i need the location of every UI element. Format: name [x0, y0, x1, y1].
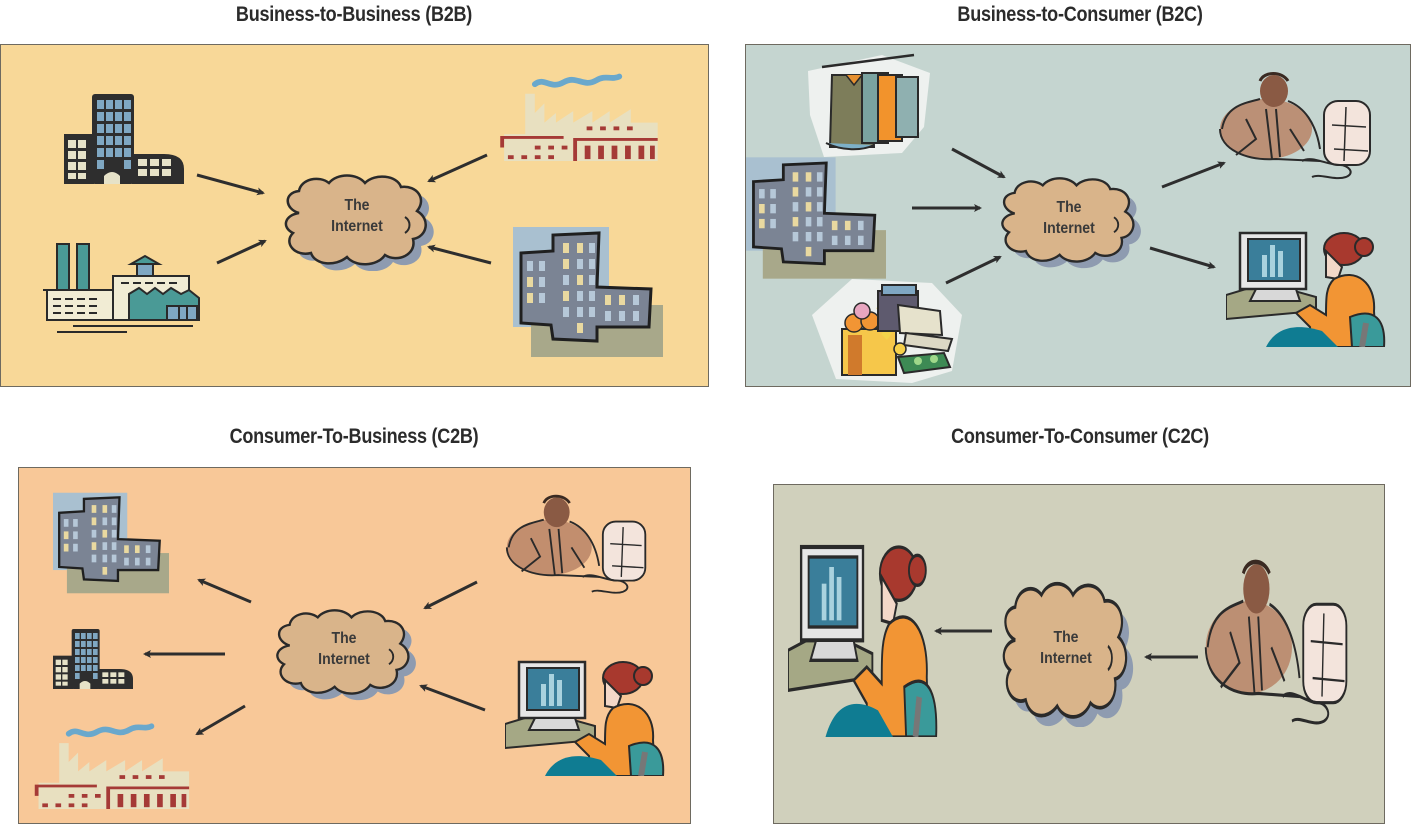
cloud-label-line1: The [1056, 199, 1082, 216]
cloud-label-line1: The [1053, 629, 1079, 646]
b2c-panel: The Internet [745, 44, 1411, 387]
man-at-computer-icon [1202, 555, 1352, 755]
c2b-panel: The Internet [18, 467, 691, 824]
c2c-panel: The Internet [773, 484, 1385, 824]
woman-at-computer-icon [1226, 227, 1386, 347]
c2b-arrows [143, 578, 486, 736]
internet-cloud: The Internet [994, 171, 1144, 271]
arrow-internet-to-woman [1149, 246, 1216, 270]
cloud-label-line1: The [331, 630, 357, 647]
cloud-label-line2: Internet [1040, 650, 1092, 667]
arrow-factory-to-internet [216, 239, 267, 265]
cloud-label-line2: Internet [331, 218, 383, 235]
internet-cloud: The Internet [277, 171, 437, 271]
smoke-factory-icon [31, 714, 191, 810]
cloud-label-line2: Internet [318, 651, 370, 668]
b2b-panel: The Internet [0, 44, 709, 387]
internet-cloud: The Internet [269, 604, 419, 702]
arrow-smoke-factory-to-internet [427, 153, 488, 183]
sketch-office-building-icon [513, 227, 663, 357]
b2b-arrows [196, 153, 492, 265]
b2b-title: Business-to-Business (B2B) [235, 3, 473, 26]
woman-at-computer-icon [505, 656, 665, 776]
cloud-label-line2: Internet [1043, 220, 1095, 237]
b2c-arrows [912, 147, 1226, 285]
grocery-register-icon [802, 275, 972, 385]
arrow-sketch-office-to-internet [427, 244, 492, 265]
arrow-man-to-internet [423, 580, 478, 610]
arrow-woman-to-internet [419, 684, 486, 712]
c2b-title: Consumer-To-Business (C2B) [229, 425, 479, 448]
smoke-factory-icon [493, 65, 663, 161]
woman-at-computer-icon [788, 537, 938, 737]
arrow-grocery-to-internet [945, 255, 1002, 285]
factory-icon [43, 241, 213, 337]
office-building-icon [64, 93, 184, 185]
sketch-office-building-icon [746, 153, 886, 283]
arrow-internet-to-man [1161, 161, 1226, 189]
b2c-title: Business-to-Consumer (B2C) [957, 3, 1203, 26]
man-at-computer-icon [1216, 69, 1376, 199]
man-at-computer-icon [497, 492, 657, 612]
arrow-internet-to-sketch-office [197, 578, 252, 604]
clothing-rack-icon [802, 51, 932, 161]
cloud-label-line1: The [344, 197, 370, 214]
arrow-clothes-to-internet [951, 147, 1006, 179]
internet-cloud: The Internet [996, 577, 1136, 727]
arrow-office-to-internet [196, 173, 265, 196]
c2c-title: Consumer-To-Consumer (C2C) [951, 425, 1209, 448]
sketch-office-building-icon [53, 488, 169, 598]
c2c-arrows [934, 627, 1198, 661]
office-building-icon [53, 628, 133, 690]
arrow-internet-to-factory [195, 704, 246, 736]
